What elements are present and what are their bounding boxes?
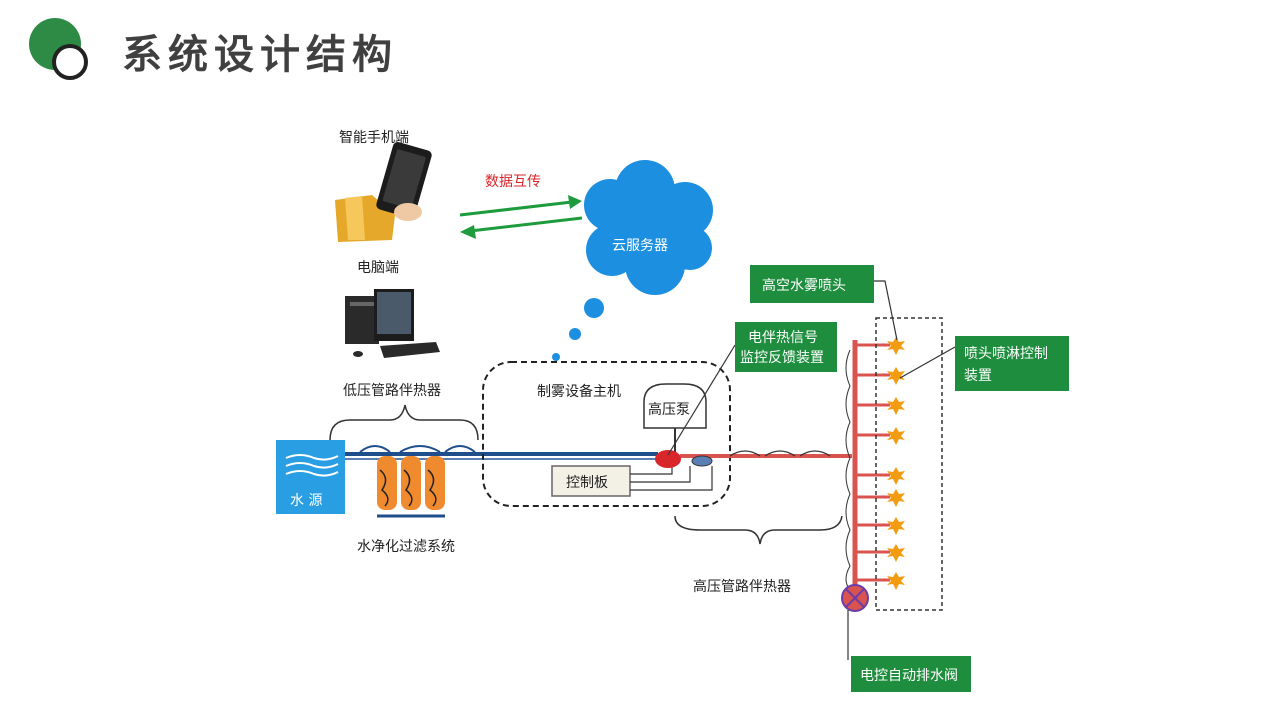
high-pressure-heater-label: 高压管路伴热器 xyxy=(693,578,791,595)
control-board-frame xyxy=(551,465,631,497)
low-pressure-brace xyxy=(329,404,479,441)
control-board-label: 控制板 xyxy=(566,475,608,491)
computer-label: 电脑端 xyxy=(357,260,399,276)
pump-label: 高压泵 xyxy=(648,401,690,418)
cloud-server-icon xyxy=(552,160,713,361)
svg-text:电伴热信号: 电伴热信号 xyxy=(748,330,818,346)
low-pressure-heater-label: 低压管路伴热器 xyxy=(343,383,441,399)
filter-system-label: 水净化过滤系统 xyxy=(357,539,455,555)
filter-system-icon xyxy=(377,456,445,518)
drain-valve-callout: 电控自动排水阀 xyxy=(851,656,971,692)
water-source-label: 水 源 xyxy=(290,493,322,509)
water-source-icon xyxy=(276,440,345,514)
high-pressure-pump-icon xyxy=(643,383,707,452)
svg-text:电控自动排水阀: 电控自动排水阀 xyxy=(860,668,958,684)
svg-text:装置: 装置 xyxy=(964,368,992,384)
data-arrows-icon xyxy=(459,195,583,239)
host-label: 制雾设备主机 xyxy=(537,383,621,400)
cloud-label: 云服务器 xyxy=(612,238,668,254)
nozzle-array-frame xyxy=(875,317,943,611)
nozzle-icons xyxy=(887,337,905,590)
data-exchange-label: 数据互传 xyxy=(485,174,541,190)
spray-control-callout: 喷头喷淋控制 装置 xyxy=(955,336,1069,391)
high-pressure-brace xyxy=(674,515,843,545)
svg-text:高空水雾喷头: 高空水雾喷头 xyxy=(762,277,846,294)
computer-icon xyxy=(345,289,440,358)
svg-text:监控反馈装置: 监控反馈装置 xyxy=(740,350,824,366)
smartphone-icon xyxy=(335,142,432,242)
section-logo-icon xyxy=(29,18,88,80)
nozzle-branches xyxy=(855,343,890,582)
host-unit-frame xyxy=(482,361,731,507)
heat-monitor-callout: 电伴热信号 监控反馈装置 xyxy=(735,322,837,372)
phone-label: 智能手机端 xyxy=(339,130,409,146)
nozzle-callout: 高空水雾喷头 xyxy=(750,265,874,303)
svg-text:喷头喷淋控制: 喷头喷淋控制 xyxy=(964,346,1048,362)
drain-valve-icon xyxy=(841,584,869,612)
page-title: 系统设计结构 xyxy=(122,32,398,78)
